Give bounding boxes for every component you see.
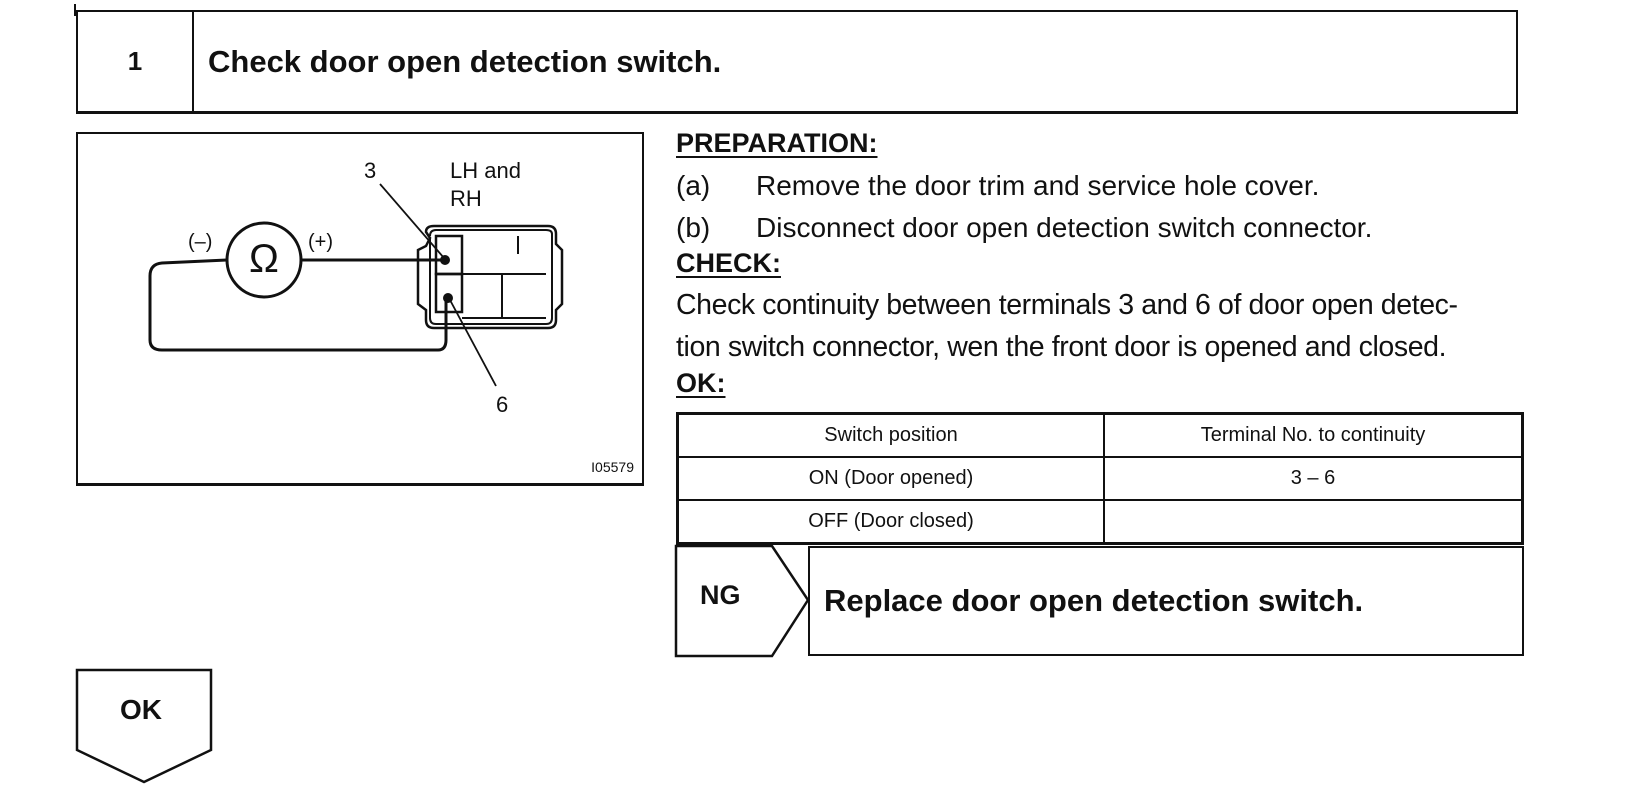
table-cell (1103, 499, 1524, 545)
header-corner-mark (74, 4, 76, 16)
step-header: 1 Check door open detection switch. (76, 10, 1518, 114)
table-cell: 3 – 6 (1103, 456, 1524, 501)
item-tag: (a) (676, 170, 711, 201)
preparation-item-a: (a) Remove the door trim and service hole… (676, 170, 1319, 202)
side-label-line2: RH (450, 186, 482, 211)
item-text: Disconnect door open detection switch co… (756, 212, 1373, 243)
terminal-3-cell (434, 234, 464, 276)
preparation-item-b: (b) Disconnect door open detection switch… (676, 212, 1372, 244)
table-cell: OFF (Door closed) (676, 499, 1105, 545)
table-header-cell: Terminal No. to continuity (1103, 412, 1524, 458)
terminal-6-cell (434, 272, 464, 314)
check-heading: CHECK: (676, 248, 781, 278)
table-header-cell: Switch position (676, 412, 1105, 458)
ok-heading: OK: (676, 368, 726, 398)
ok-label: OK (120, 694, 162, 725)
table-row: ON (Door opened) 3 – 6 (676, 456, 1524, 501)
wiring-diagram: Ω (–) (+) 3 6 LH and RH (148, 158, 564, 417)
terminal-3-label: 3 (364, 158, 376, 183)
continuity-table: Switch position Terminal No. to continui… (676, 412, 1524, 545)
check-text: Check continuity between terminals 3 and… (676, 284, 1458, 368)
negative-lead-wire (148, 258, 448, 352)
ng-label: NG (700, 580, 741, 610)
plus-label: (+) (308, 231, 333, 253)
side-label-line1: LH and (450, 158, 521, 183)
table-cell: ON (Door opened) (676, 456, 1105, 501)
ng-action-box: Replace door open detection switch. (808, 546, 1524, 656)
check-text-line2: tion switch connector, wen the front doo… (676, 331, 1447, 363)
preparation-heading: PREPARATION: (676, 128, 878, 158)
step-number: 1 (127, 46, 143, 76)
item-text: Remove the door trim and service hole co… (756, 170, 1320, 201)
figure-id: I05579 (591, 459, 634, 475)
ng-arrow-shape (674, 544, 810, 658)
terminal-6-label: 6 (496, 392, 508, 417)
ng-action-text: Replace door open detection switch. (824, 583, 1364, 618)
item-tag: (b) (676, 212, 711, 243)
connector-icon (416, 224, 564, 330)
check-text-line1: Check continuity between terminals 3 and… (676, 289, 1458, 321)
table-header-row: Switch position Terminal No. to continui… (676, 412, 1524, 458)
ok-arrow-shape (75, 668, 213, 784)
ohm-symbol: Ω (249, 237, 279, 281)
step-title: Check door open detection switch. (208, 43, 722, 79)
step-divider (192, 12, 194, 111)
minus-label: (–) (188, 231, 212, 253)
table-row: OFF (Door closed) (676, 499, 1524, 545)
wiring-figure: Ω (–) (+) 3 6 LH and RH I05579 (76, 132, 644, 486)
